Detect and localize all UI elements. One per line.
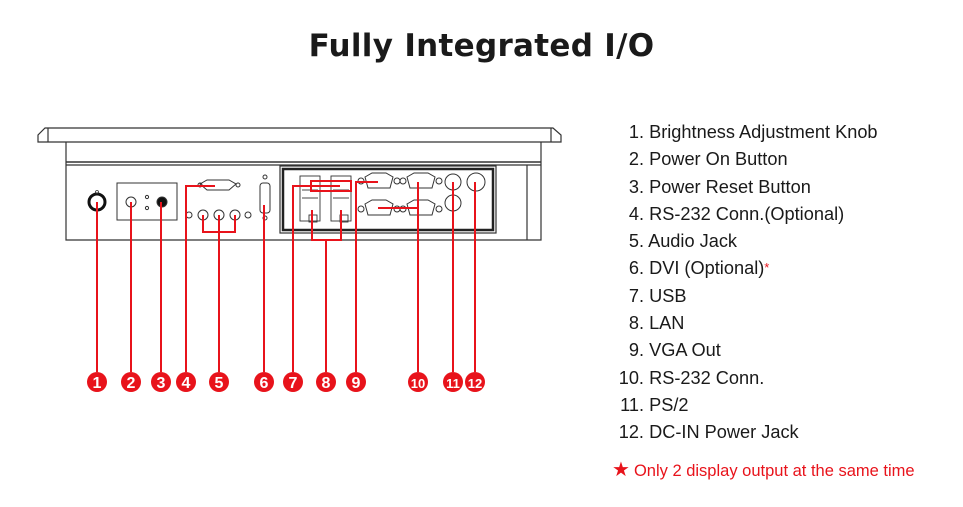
callout-circle bbox=[346, 372, 366, 392]
legend-item: 1. Brightness Adjustment Knob bbox=[628, 122, 878, 142]
power-buttons-panel bbox=[116, 182, 178, 221]
legend-item: 4. RS-232 Conn.(Optional) bbox=[628, 203, 845, 224]
legend-item: 11. PS/2 bbox=[620, 394, 689, 415]
display-output-footnote: ★Only 2 display output at the same time bbox=[612, 459, 915, 481]
callout-marker-6: 6 bbox=[254, 372, 274, 392]
star-icon: ★ bbox=[612, 459, 630, 481]
callout-number: 9 bbox=[352, 375, 361, 392]
rear-port-panel bbox=[279, 165, 497, 234]
callout-marker-2: 2 bbox=[121, 372, 141, 392]
device-outline bbox=[37, 127, 562, 241]
callout-marker-11: 11 bbox=[443, 372, 463, 392]
legend-item: 5. Audio Jack bbox=[628, 231, 738, 252]
callout-number: 1 bbox=[93, 375, 102, 392]
callout-number: 10 bbox=[411, 376, 425, 391]
device-body bbox=[65, 142, 542, 241]
callout-circle bbox=[465, 372, 485, 392]
legend-item: 3. Power Reset Button bbox=[628, 176, 811, 197]
callout-circle bbox=[87, 372, 107, 392]
callout-circle bbox=[443, 372, 463, 392]
page-title: Fully Integrated I/O bbox=[308, 28, 655, 64]
callout-circle bbox=[151, 372, 171, 392]
legend-item: 8. LAN bbox=[628, 313, 685, 334]
callout-circle bbox=[121, 372, 141, 392]
callout-circle bbox=[316, 372, 336, 392]
front-bezel bbox=[37, 127, 562, 143]
legend-item: 12. DC-IN Power Jack bbox=[618, 422, 799, 443]
legend-item: 9. VGA Out bbox=[628, 340, 721, 361]
legend-item: 6. DVI (Optional)* bbox=[628, 258, 770, 279]
callout-circle bbox=[254, 372, 274, 392]
serial-vga-connectors bbox=[357, 172, 443, 216]
callout-number: 2 bbox=[127, 375, 136, 392]
callout-leaders bbox=[96, 180, 476, 372]
callout-number: 7 bbox=[289, 375, 298, 392]
legend-item: 7. USB bbox=[628, 285, 687, 306]
callout-number: 5 bbox=[215, 375, 224, 392]
callout-circle bbox=[176, 372, 196, 392]
callout-number: 8 bbox=[322, 375, 331, 392]
legend-item: 10. RS-232 Conn. bbox=[618, 367, 765, 388]
callout-circle bbox=[283, 372, 303, 392]
callout-marker-12: 12 bbox=[465, 372, 485, 392]
callout-circle bbox=[209, 372, 229, 392]
legend-item: 2. Power On Button bbox=[628, 149, 788, 170]
callout-circle bbox=[408, 372, 428, 392]
callout-marker-3: 3 bbox=[151, 372, 171, 392]
callout-marker-5: 5 bbox=[209, 372, 229, 392]
callout-number: 4 bbox=[182, 375, 191, 392]
callout-number: 12 bbox=[468, 376, 482, 391]
callout-number: 3 bbox=[157, 375, 166, 392]
io-legend: 1. Brightness Adjustment Knob 2. Power O… bbox=[608, 121, 878, 449]
callout-marker-4: 4 bbox=[176, 372, 196, 392]
callout-marker-1: 1 bbox=[87, 372, 107, 392]
callout-marker-8: 8 bbox=[316, 372, 336, 392]
callout-number: 6 bbox=[260, 375, 269, 392]
asterisk-icon: * bbox=[764, 260, 770, 276]
callout-marker-7: 7 bbox=[283, 372, 303, 392]
usb-lan-stacks bbox=[299, 175, 352, 223]
callout-number: 11 bbox=[446, 376, 460, 391]
callout-marker-9: 9 bbox=[346, 372, 366, 392]
callout-marker-10: 10 bbox=[408, 372, 428, 392]
